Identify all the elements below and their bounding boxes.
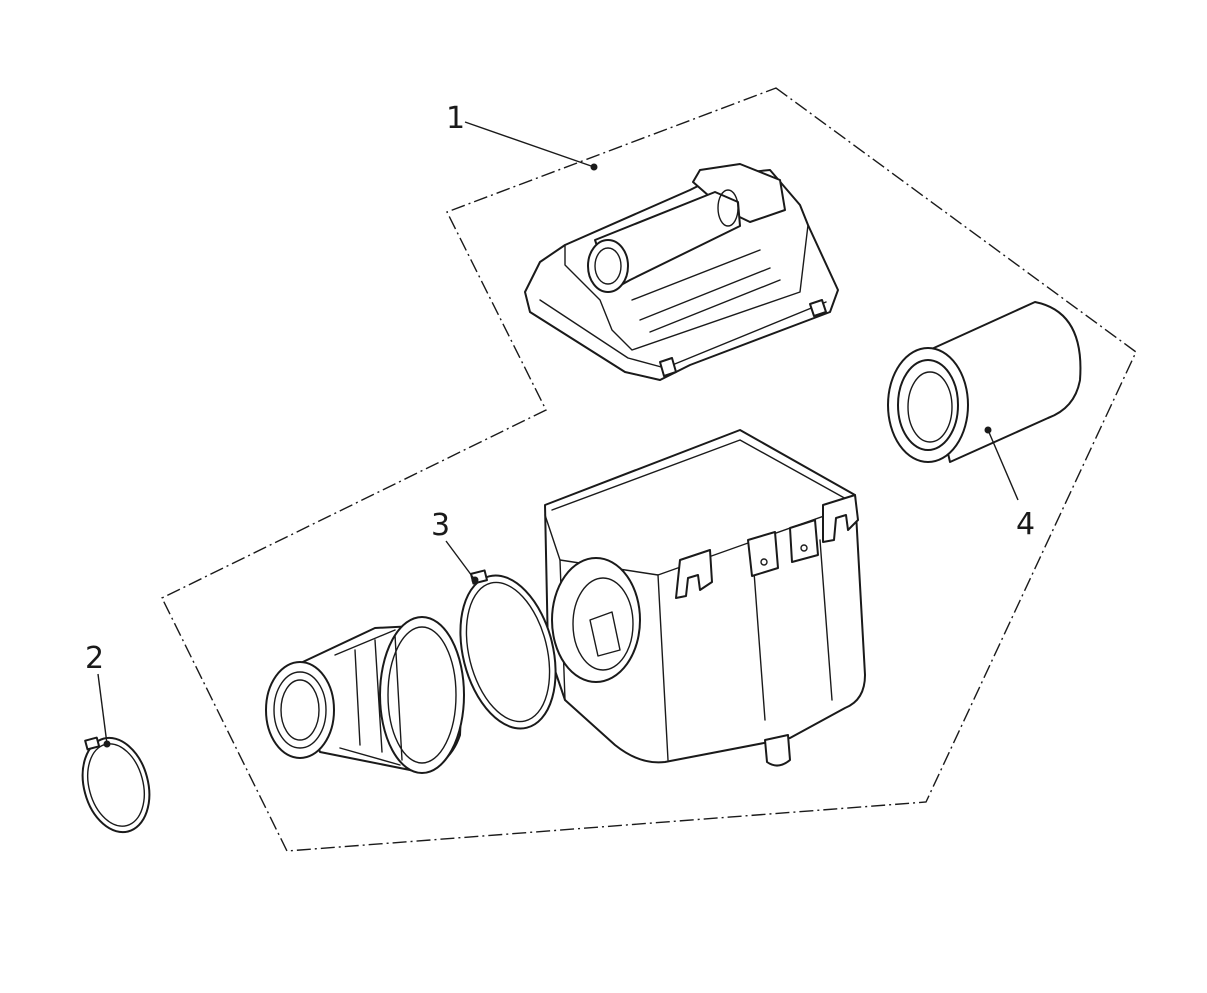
- leader-3: [445, 540, 476, 581]
- leader-3-dot: [471, 576, 479, 584]
- small-clamp[interactable]: [73, 730, 160, 839]
- leader-1-dot: [590, 163, 598, 171]
- assembly-boundary: [161, 87, 1137, 852]
- leader-4-dot: [984, 426, 992, 434]
- callout-4: 4: [1016, 507, 1035, 542]
- callout-2: 2: [85, 641, 104, 676]
- leader-1: [464, 121, 595, 168]
- leader-2: [97, 673, 108, 745]
- intake-boot[interactable]: [265, 616, 465, 774]
- callout-1: 1: [446, 101, 465, 136]
- filter-element[interactable]: [887, 301, 1082, 463]
- airbox-housing[interactable]: [544, 429, 866, 767]
- leader-4: [987, 429, 1019, 501]
- callout-3: 3: [431, 508, 450, 543]
- airbox-cover[interactable]: [524, 163, 839, 381]
- leader-2-dot: [103, 740, 111, 748]
- large-clamp[interactable]: [445, 565, 570, 738]
